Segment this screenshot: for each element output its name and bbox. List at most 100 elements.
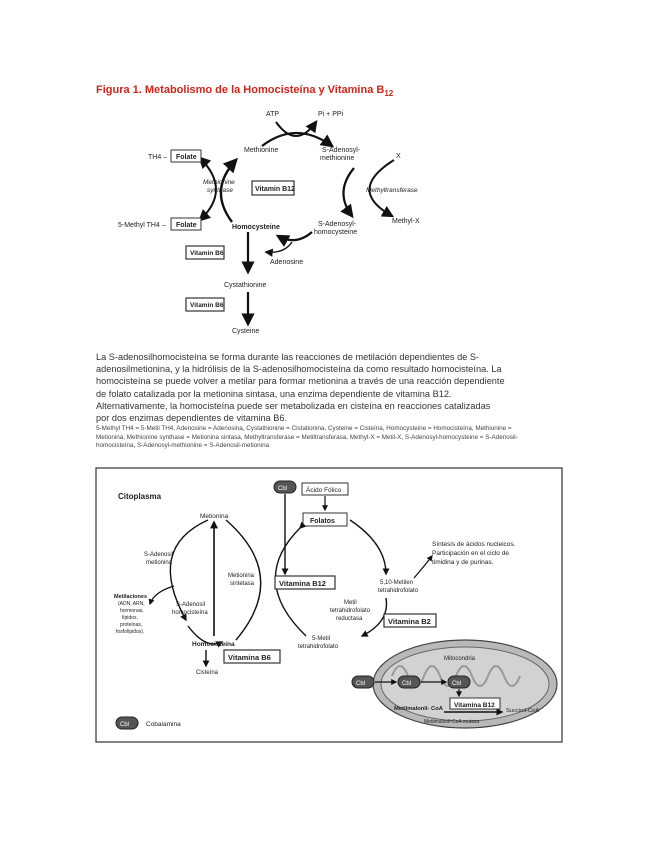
homocisteina-label: Homocisteína (192, 641, 235, 648)
citoplasma-label: Citoplasma (118, 492, 162, 501)
cbl-capsule-mito (397, 675, 421, 689)
figure-title-text: Figura 1. Metabolismo de la Homocisteína… (96, 84, 385, 96)
vitamina-b2-box (383, 613, 437, 628)
mitocondria-label: Mitocondria (444, 656, 476, 662)
sam-label-2: methionine (320, 155, 354, 162)
folatos-box (302, 512, 348, 527)
cysteine-label: Cysteine (232, 328, 259, 335)
sintesis-label-1: Síntesis de ácidos nucleicos. (432, 541, 516, 548)
pi-ppi-label: Pi + PPi (318, 111, 344, 118)
succinil-label: Succinil-CoA (506, 708, 539, 714)
metionina-to-sam-arrow (169, 519, 209, 622)
cbl-label-mid: Cbl (356, 681, 365, 687)
sam-label-1: S-Adenosyl- (322, 147, 361, 154)
sintesis-label-3: timidina y de purinas. (432, 559, 494, 566)
cisteina-label: Cisteína (196, 670, 219, 676)
metilaciones-label-6: fosfolípidos). (116, 629, 144, 635)
metil-thf-label-2: tetrahidrofolato (298, 644, 339, 650)
methyltransferase-arrow (368, 159, 395, 218)
methionine-synthase-label-2: synthase (207, 187, 233, 194)
folate-cycle-arrow (198, 156, 217, 222)
cbl-label-mito: Cbl (402, 681, 411, 687)
sam-to-sah-arrow (340, 167, 355, 219)
caption-paragraph: La S-adenosilhomocisteína se forma duran… (96, 352, 505, 424)
metilaciones-label-5: proteínas, (120, 622, 142, 628)
folate-box-top (170, 149, 202, 163)
metilaciones-arrow (148, 585, 175, 606)
sah2-label-1: S-Adenosil (176, 602, 205, 608)
figure-title: Figura 1. Metabolismo de la Homocisteína… (96, 84, 393, 98)
x-label: X (396, 153, 401, 160)
cobalamina-label: Cobalamina (146, 721, 181, 728)
metionina-sintetasa-label-2: sintetasa (230, 581, 255, 587)
folate-label-top: Folate (176, 154, 197, 161)
methionine-synthase-label-1: Methionine (203, 179, 235, 186)
metilaciones-label-2: (ADN, ARN, (118, 601, 145, 607)
folatos-to-metileno-arrow (349, 519, 390, 576)
sah2-label-2: homocisteína (172, 610, 208, 616)
methyl-th4-label: 5-Methyl TH4 – (118, 222, 166, 229)
vitamin-b6-label-1: Vitamin B6 (190, 250, 224, 257)
metionina-sintetasa-label-1: Metionina (228, 573, 255, 579)
metilaciones-label-3: hormonas, (120, 608, 144, 614)
cbl-capsule-ado (447, 675, 471, 689)
metilaciones-label-1: Metilaciones (114, 594, 147, 600)
metileno-to-metil-arrow (360, 597, 388, 637)
abbreviations-note: 5-Methyl TH4 = 5-Metil TH4, Adenosine = … (96, 425, 536, 451)
mutasa-label: Metilmalonil-CoA mutasa (424, 719, 480, 725)
vitamin-b12-label: Vitamin B12 (255, 186, 295, 193)
metileno-label-2: tetrahidrofolato (378, 588, 419, 594)
vitamina-b12-label: Vitamina B12 (279, 579, 326, 588)
cbl-label-top: Cbl (278, 486, 287, 492)
mito-vitamina-b12-label: Vitamina B12 (454, 702, 495, 709)
atp-to-pi-arrow (275, 120, 318, 137)
methionine-synthase-arc (225, 519, 262, 641)
vitamin-b6-box-2 (185, 297, 225, 312)
homocysteine-label: Homocysteine (232, 224, 280, 231)
cystathionine-label: Cystathionine (224, 282, 267, 289)
acido-folico-box (301, 482, 349, 496)
reductasa-label-1: Metil (344, 600, 357, 606)
sintesis-arrow (413, 555, 433, 579)
vitamina-b2-label: Vitamina B2 (388, 617, 431, 626)
methyl-x-label: Methyl-X (392, 218, 420, 225)
reductasa-label-2: tetrahidrofolato (330, 608, 371, 614)
acido-folico-label: Ácido Fólico (306, 485, 342, 494)
sintesis-label-2: Participación en el ciclo de (432, 550, 509, 557)
vitamina-b6-label: Vitamina B6 (228, 653, 271, 662)
th4-label: TH4 – (148, 154, 167, 161)
vitamin-b12-box (251, 180, 295, 196)
vitamina-b12-box (274, 575, 336, 590)
reductasa-label-3: reductasa (336, 616, 363, 622)
methyltransferase-label: Methyltransferase (366, 187, 418, 194)
vitamina-b6-box (223, 649, 281, 664)
cbl-capsule-top (273, 480, 297, 494)
folate-label-bottom: Folate (176, 222, 197, 229)
metilaciones-label-4: lípidos, (122, 615, 138, 621)
sam2-label-2: metionina (146, 560, 173, 566)
sah-label-1: S-Adenosyl- (318, 221, 357, 228)
metil-thf-label-1: 5-Metil (312, 636, 330, 642)
atp-label: ATP (266, 111, 279, 118)
metionina-label: Metionina (200, 513, 229, 520)
sam2-label-1: S-Adenosil (144, 552, 173, 558)
cbl-legend-label: Cbl (120, 722, 129, 728)
homocysteine-cycle-diagram: ATP Pi + PPi Methionine S-Adenosyl- meth… (118, 111, 420, 335)
cbl-capsule-mid (351, 675, 375, 689)
folatos-label: Folatos (310, 518, 335, 525)
cbl-label-ado: Cbl (452, 681, 461, 687)
metilmalonil-label: Metilmalonil- CoA (394, 706, 444, 712)
folate-box-bottom (170, 217, 202, 231)
adenosine-label: Adenosine (270, 259, 303, 266)
cobalamina-legend-capsule (115, 716, 139, 730)
homocysteine-to-methionine-arrow (219, 157, 238, 223)
methionine-label: Methionine (244, 147, 278, 154)
metileno-label-1: 5,10-Metilen (380, 580, 413, 586)
figure-caption: La S-adenosilhomocisteína se forma duran… (96, 351, 506, 424)
adenosine-arrow (264, 241, 293, 257)
sah-to-homocysteine-arrow (275, 231, 313, 247)
methionine-to-sam-arrow (261, 131, 335, 148)
sah-to-homocisteina-arrow (187, 625, 224, 648)
sah-label-2: homocysteine (314, 229, 357, 236)
